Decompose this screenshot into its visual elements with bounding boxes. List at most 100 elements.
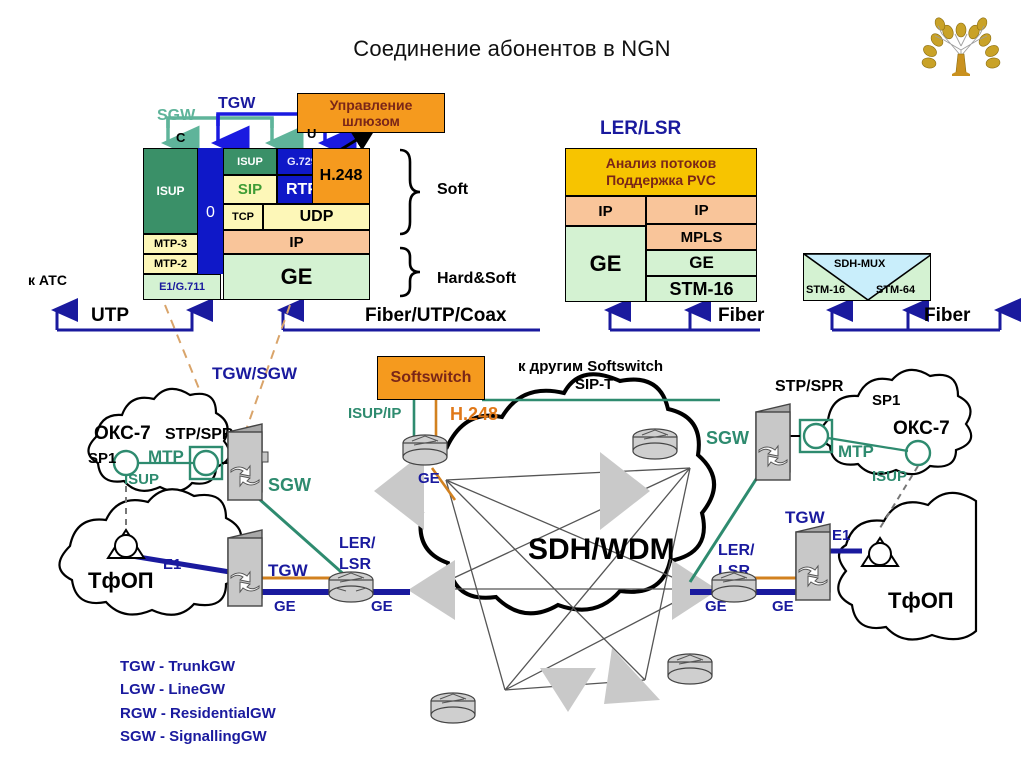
label-hard-soft: Hard&Soft [437,270,517,287]
legend: TGW - TrunkGW LGW - LineGW RGW - Residen… [120,655,420,748]
router-icon-softswitch-edge [402,434,448,466]
label-tgw-right: TGW [785,508,825,527]
label-k-ats: к АТС [28,272,67,288]
block-h248: H.248 [312,148,370,204]
label-isup-ip: ISUP/IP [348,405,402,422]
block-mtp3: MTP-3 [143,234,198,254]
label-sgw-top: SGW [157,107,196,124]
ler-left-ip-label: IP [598,202,613,220]
block-rtp-label: RTP [286,180,318,198]
label-tfop-left: ТфОП [88,568,154,593]
label-u-top: U [307,126,317,141]
label-fiber-1: Fiber [718,305,765,326]
label-stp-spr-left: STP/SPR [165,426,234,443]
ler-right-mpls: MPLS [646,224,757,250]
label-soft: Soft [437,181,469,198]
label-ler-lsr-left-2: LSR [339,556,371,573]
ler-lsr-header-line1: Анализ потоков [605,155,717,172]
label-mtp-left: MTP [148,447,184,466]
label-e1-right: E1 [832,527,851,544]
block-e1-g711-label: E1/G.711 [159,281,205,293]
switch-icon-tgw-left [227,529,263,607]
block-ge: GE [223,254,370,300]
label-tgw-top: TGW [218,95,256,112]
label-fiber-utp-coax: Fiber/UTP/Coax [365,305,507,326]
gateway-control-box: Управление шлюзом [297,93,445,133]
exchange-icon-right [860,536,900,567]
router-icon-cloud-bottom-right [667,653,713,685]
legend-item: TGW - TrunkGW [120,658,235,675]
block-e1-g711: E1/G.711 [143,274,221,300]
label-tfop-right: ТфОП [888,588,954,613]
ler-right-mpls-label: MPLS [680,228,723,246]
block-ip: IP [223,230,370,254]
label-isup-right: ISUP [872,468,908,485]
block-sip: SIP [223,175,277,204]
label-utp: UTP [91,305,129,326]
block-ip-label: IP [289,233,304,251]
label-mtp-right: MTP [838,442,874,461]
label-stp-spr-right: STP/SPR [775,378,844,395]
router-icon-cloud-top [632,428,678,460]
label-ge-right-1: GE [705,598,727,615]
label-ge-left-1: GE [274,598,296,615]
sdh-mux-box [803,253,931,301]
label-ler-lsr-right-2: LSR [718,563,750,580]
legend-item: SGW - SignallingGW [120,727,267,745]
label-isup-left: ISUP [124,471,160,488]
control-box-line2: шлюзом [342,113,400,129]
block-tcp-label: TCP [232,211,254,223]
block-isup-top-label: ISUP [237,155,263,168]
ler-lsr-title: LER/LSR [600,118,682,139]
label-sp1-right: SP1 [872,392,901,409]
block-isup-top: ISUP [223,148,277,175]
label-e1-left: E1 [163,556,182,573]
ler-right-ge: GE [646,250,757,276]
sdh-mux-title: SDH-MUX [834,258,886,270]
ler-lsr-header-line2: Поддержка PVC [606,172,716,188]
ler-right-ip: IP [646,196,757,224]
label-sdh-wdm: SDH/WDM [528,533,675,566]
ler-right-ip-label: IP [694,201,709,219]
block-mtp2-label: MTP-2 [154,258,187,270]
legend-item: RGW - ResidentialGW [120,704,276,722]
label-sp1-left: SP1 [88,450,117,467]
block-h248-label: H.248 [319,167,363,184]
label-sgw-left: SGW [268,475,311,495]
block-ge-label: GE [280,264,313,289]
block-udp-label: UDP [299,208,334,225]
label-tgw-left: TGW [268,561,308,580]
switch-icon-sgw-left [227,423,269,501]
legend-item: LGW - LineGW [120,681,225,699]
router-icon-cloud-bottom-left [430,692,476,724]
ler-lsr-header: Анализ потоков Поддержка PVC [565,148,757,196]
page-title: Соединение абонентов в NGN [353,36,671,61]
ler-left-ge-label: GE [589,251,622,276]
ler-right-stm16-label: STM-16 [669,278,734,299]
label-fiber-2: Fiber [924,305,971,326]
ler-right-ge-label: GE [689,253,714,272]
label-oks7-right: ОКС-7 [893,418,950,439]
label-to-other-softswitch-2: SIP-T [575,376,614,393]
block-zero-label: 0 [206,204,215,221]
label-c-top: C [176,130,186,145]
label-ler-lsr-left-1: LER/ [339,535,376,552]
block-isup-left-label: ISUP [156,184,185,198]
ler-left-ip: IP [565,196,646,226]
label-ge-right-2: GE [772,598,794,615]
ler-left-ge: GE [565,226,646,302]
block-sip-label: SIP [237,181,263,198]
sdh-mux-left-label: STM-16 [806,284,846,296]
switch-icon-sgw-right [755,403,791,481]
tree-logo [918,10,1004,82]
label-oks7-left: ОКС-7 [94,423,151,444]
block-mtp3-label: MTP-3 [154,238,187,250]
label-to-other-softswitch-1: к другим Softswitch [518,358,664,375]
ler-right-stm16: STM-16 [646,276,757,302]
block-g729-label: G.729 [287,155,317,168]
block-mtp2: MTP-2 [143,254,198,274]
softswitch-box: Softswitch [377,356,485,400]
sdh-mux-right-label: STM-64 [876,284,916,296]
exchange-icon-left [106,528,146,559]
